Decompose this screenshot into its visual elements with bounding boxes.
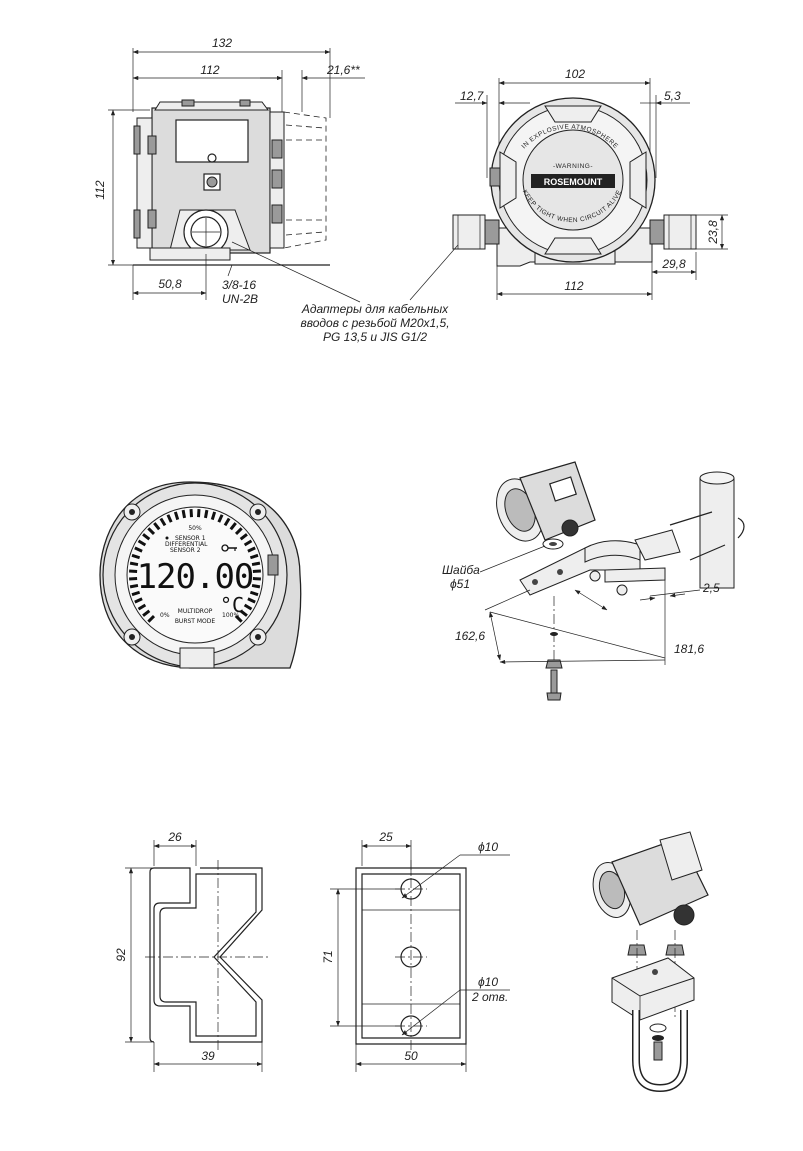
washer-label-1: Шайба (442, 563, 480, 577)
bar-segment (181, 509, 187, 519)
display-mode-2: BURST MODE (175, 618, 216, 625)
washer-label-2: ϕ51 (450, 577, 470, 591)
display-percent-top: 50% (188, 525, 202, 532)
display-line-1: SENSOR 1 (175, 535, 206, 542)
bar-segment (234, 614, 243, 623)
display-value: 120.00 (137, 557, 254, 597)
bar-segment (131, 553, 141, 560)
bar-segment (134, 546, 143, 553)
bar-segment (131, 590, 141, 597)
dim-profile-height: 92 (114, 948, 128, 962)
hole-top-label: ϕ10 (478, 840, 498, 854)
dim-front-adapter-height: 23,8 (706, 220, 720, 245)
brand-label: ROSEMOUNT (544, 177, 603, 187)
bar-graph (129, 509, 261, 623)
key-icon (221, 544, 237, 552)
bar-segment (173, 511, 180, 521)
bar-segment (203, 509, 209, 519)
bar-segment (247, 546, 256, 553)
display-line-3: SENSOR 2 (170, 547, 201, 554)
bar-segment (243, 539, 253, 547)
cover-warning: -WARNING- (553, 163, 593, 170)
bar-segment (247, 597, 256, 604)
bar-segment (137, 539, 147, 547)
hole-bottom-label-1: ϕ10 (478, 975, 498, 989)
bar-segment (223, 517, 231, 527)
bar-segment (239, 533, 248, 541)
dim-front-adapter-length: 29,8 (661, 257, 686, 271)
dim-side-conduit-offset: 50,8 (158, 277, 182, 291)
display-scale-min: 0% (160, 612, 170, 619)
ubolt-assembly (592, 831, 709, 1093)
thread-label-1: 3/8-16 (222, 278, 256, 292)
bar-segment (210, 511, 217, 521)
bar-segment (137, 603, 147, 611)
display-unit: °C (220, 593, 244, 617)
bar-segment (129, 583, 139, 589)
bar-segment (239, 609, 248, 617)
bar-segment (129, 561, 139, 567)
bar-segment (134, 597, 143, 604)
adapter-note-line-2: вводов с резьбой M20x1,5, (300, 316, 449, 330)
display-line-2: DIFFERENTIAL (165, 541, 208, 548)
side-view: 132 112 21,6** 112 (93, 36, 365, 306)
display-scale-max: 100% (222, 612, 239, 619)
bar-segment (229, 522, 237, 531)
dim-side-body: 112 (200, 63, 219, 77)
bar-segment (147, 527, 156, 536)
bar-segment (142, 609, 151, 617)
hole-bottom-label-2: 2 отв. (471, 990, 508, 1004)
bar-segment (217, 514, 224, 523)
bar-segment (251, 583, 261, 589)
bracket-profile: 26 92 39 (114, 830, 270, 1072)
bar-segment (249, 590, 259, 597)
dim-front-base: 112 (564, 279, 583, 293)
bar-segment (234, 527, 243, 536)
dim-plate-top: 25 (378, 830, 393, 844)
bracket-assembly: Шайба ϕ51 2,5 162,6 181,6 (442, 461, 745, 701)
lcd-display: 50% SENSOR 1 DIFFERENTIAL SENSOR 2 120.0… (99, 481, 302, 669)
bullet-icon (165, 536, 169, 540)
dim-bracket-length: 181,6 (674, 642, 704, 656)
dim-bracket-depth: 162,6 (455, 629, 485, 643)
bar-segment (142, 533, 151, 541)
dim-front-width: 102 (565, 67, 585, 81)
bar-segment (243, 603, 253, 611)
adapter-note-line-1: Адаптеры для кабельных (301, 302, 449, 316)
dim-plate-height: 71 (321, 950, 335, 963)
dim-side-adapter: 21,6** (326, 63, 360, 77)
bar-segment (147, 614, 156, 623)
thread-label-2: UN-2B (222, 292, 258, 306)
adapter-note-line-3: PG 13,5 и JIS G1/2 (323, 330, 427, 344)
bar-segment (166, 514, 173, 523)
dim-plate-bottom: 50 (404, 1049, 418, 1063)
display-mode-1: MULTIDROP (178, 608, 213, 615)
dim-front-left-offset: 12,7 (460, 89, 485, 103)
bracket-plate: 25 71 50 ϕ10 ϕ10 2 отв. (321, 830, 510, 1072)
dim-bracket-thickness: 2,5 (702, 581, 720, 595)
bar-segment (251, 561, 261, 567)
adapter-note: Адаптеры для кабельных вводов с резьбой … (300, 302, 449, 344)
dim-profile-bottom: 39 (201, 1049, 215, 1063)
front-view: 102 12,7 5,3 ROSEMOUNT IN EXPLOS (409, 67, 728, 301)
dim-side-height: 112 (93, 180, 107, 199)
bar-segment (153, 522, 161, 531)
bar-segment (249, 553, 259, 560)
dim-profile-top: 26 (167, 830, 182, 844)
bar-segment (159, 517, 167, 527)
dim-front-right-offset: 5,3 (664, 89, 681, 103)
dim-side-overall: 132 (212, 36, 232, 50)
